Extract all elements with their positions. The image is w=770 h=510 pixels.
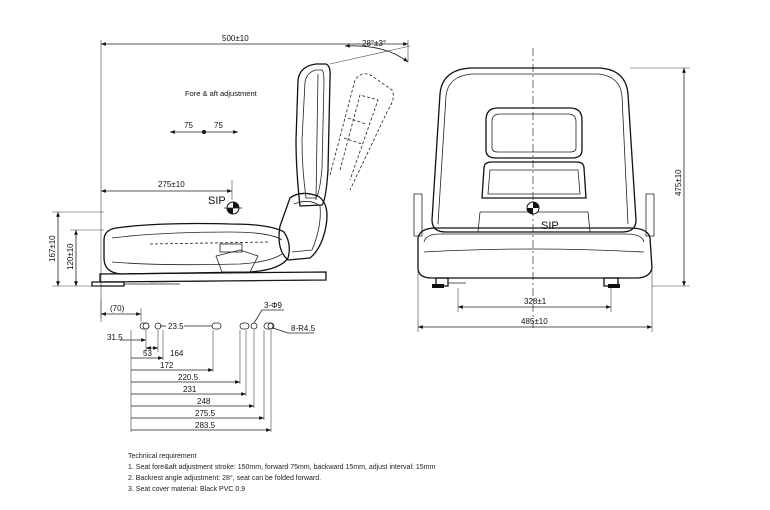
overall-width-label: 485±10	[521, 317, 548, 326]
tech-req-title: Technical requirement	[128, 453, 197, 460]
front-view: SIP 475±10 328±1 485±10	[413, 48, 690, 332]
technical-requirements: Technical requirement 1. Seat fore&aft a…	[128, 451, 728, 495]
overall-length-label: 500±10	[222, 34, 249, 43]
mount-width-label: 328±1	[524, 297, 547, 306]
side-sip-label: SIP	[208, 195, 226, 207]
side-view: 500±10 28°±3° Fore & aft adjustment 75 7…	[48, 34, 411, 318]
backrest-angle-label: 28°±3°	[362, 39, 386, 48]
fore-aft-label: Fore & aft adjustment	[185, 89, 258, 98]
slots-callout: 8-R4.5	[291, 324, 316, 333]
height-inner-label: 120±10	[66, 243, 75, 270]
fore-value: 75	[184, 121, 193, 130]
hole-top-offset: (70)	[110, 304, 125, 313]
dim-172: 172	[160, 361, 174, 370]
tech-req-item-1: 1. Seat fore&aft adjustment stroke: 150m…	[128, 464, 436, 471]
hole-pitch-small: 53	[143, 349, 152, 358]
dim-248: 248	[197, 397, 211, 406]
dim-283-5: 283.5	[195, 421, 216, 430]
dim-220-5: 220.5	[178, 373, 199, 382]
tech-req-item-2: 2. Backrest angle adjustment: 28°, seat …	[128, 475, 322, 482]
aft-value: 75	[214, 121, 223, 130]
tech-req-item-3: 3. Seat cover material: Black PVC 0.9	[128, 486, 246, 493]
front-height-label: 475±10	[674, 169, 683, 196]
front-sip-label: SIP	[541, 220, 559, 232]
hole-pattern: (70) 31.5 53 23.5 3-Φ9 8-R4.5 164 172	[100, 300, 316, 432]
dim-231: 231	[183, 385, 197, 394]
sip-horizontal-label: 275±10	[158, 180, 185, 189]
height-outer-label: 167±10	[48, 235, 57, 262]
dim-164: 164	[170, 349, 184, 358]
stacked-dims: 164 172 220.5 231 248 275.5 283.5	[131, 330, 272, 432]
holes-callout: 3-Φ9	[264, 301, 282, 310]
dim-275-5: 275.5	[195, 409, 216, 418]
slot-length: 23.5	[168, 322, 184, 331]
hole-left-edge: 31.5	[107, 333, 123, 342]
